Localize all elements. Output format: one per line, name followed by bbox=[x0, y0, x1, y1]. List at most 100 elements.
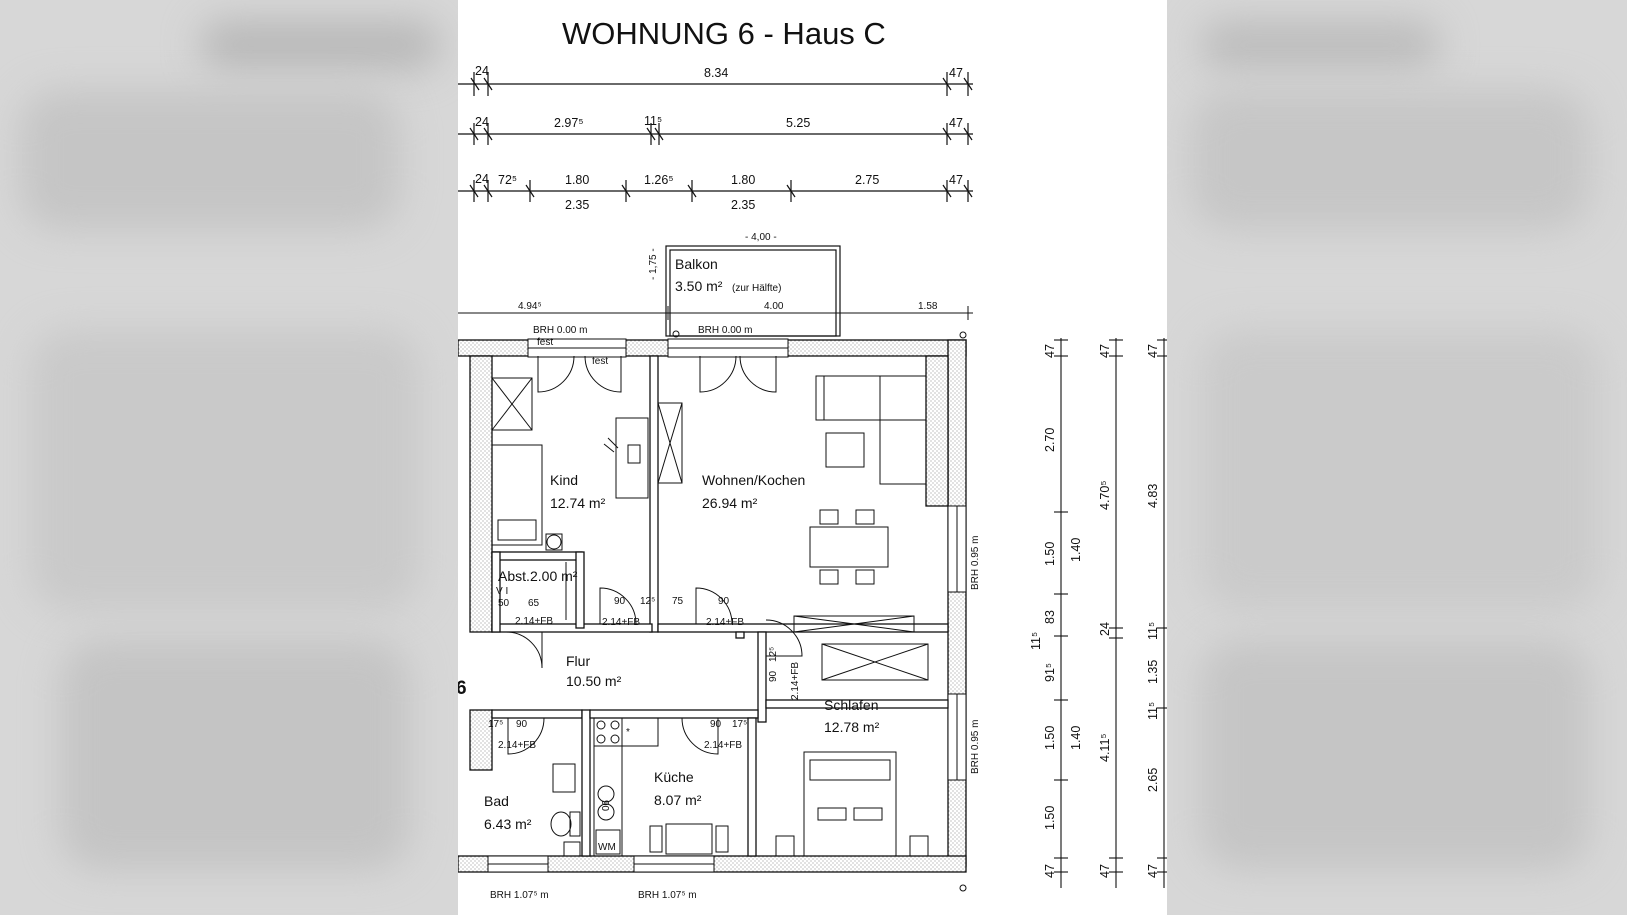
door-dim-wohn-a: 75 bbox=[672, 596, 684, 607]
room-bad-name: Bad bbox=[484, 793, 509, 809]
dim-top-3d: 1.26⁵ bbox=[644, 173, 674, 187]
dim-top-3b: 72⁵ bbox=[498, 173, 517, 187]
dim-row4-c: 1.58 bbox=[918, 301, 938, 312]
dim-r3-f: 2.65 bbox=[1146, 768, 1160, 792]
top-windows bbox=[487, 338, 967, 873]
door-dim-bad-a: 17⁵ bbox=[488, 719, 503, 730]
door-dim-kind-b: 12⁵ bbox=[640, 596, 655, 607]
dim-r3-b: 4.83 bbox=[1146, 484, 1160, 508]
dim-r2-e: 1.40 bbox=[1069, 726, 1083, 750]
dim-r3-d: 1.35 bbox=[1146, 660, 1160, 684]
dim-top-3e: 1.80 bbox=[731, 173, 755, 187]
brh-bottom-left: BRH 1.07⁵ m bbox=[490, 890, 549, 901]
dim-r2-b: 1.40 bbox=[1069, 538, 1083, 562]
door-label-schlafen: 2.14+FB bbox=[790, 662, 801, 700]
dim-row4-b: 4.00 bbox=[764, 301, 784, 312]
plan-title: WOHNUNG 6 - Haus C bbox=[562, 16, 886, 51]
dim-r1-h: 1.50 bbox=[1043, 806, 1057, 830]
room-schlafen-name: Schlafen bbox=[824, 697, 878, 713]
door-label-kueche: 2.14+FB bbox=[704, 740, 742, 751]
dim-top-3a: 24 bbox=[475, 172, 489, 186]
brh-right-upper: BRH 0.95 m bbox=[970, 536, 981, 590]
balcony bbox=[665, 245, 841, 338]
dim-r2-d: 24 bbox=[1098, 622, 1112, 636]
room-kueche-name: Küche bbox=[654, 769, 694, 785]
dim-top-3c: 1.80 bbox=[565, 173, 589, 187]
brh-top-right: BRH 0.00 m bbox=[698, 325, 752, 336]
dim-row4-a: 4.94⁵ bbox=[518, 301, 542, 312]
door-dim-kue-b: 17⁵ bbox=[732, 719, 747, 730]
door-label-bad: 2.14+FB bbox=[498, 740, 536, 751]
wt-label: 90 bbox=[599, 800, 610, 812]
dim-top-2c: 11⁵ bbox=[644, 114, 662, 128]
door-label-abst: 2.14+FB bbox=[515, 616, 553, 627]
door-dim-schl-a: 90 bbox=[768, 670, 779, 682]
balcony-note: (zur Hälfte) bbox=[732, 283, 781, 294]
dim-r1-b: 2.70 bbox=[1043, 428, 1057, 452]
room-kueche-area: 8.07 m² bbox=[654, 792, 702, 808]
dim-top-2b: 2.97⁵ bbox=[554, 116, 584, 130]
door-dim-kue-a: 90 bbox=[710, 719, 722, 730]
interior-walls bbox=[491, 355, 949, 857]
dim-r1-d: 83 bbox=[1043, 610, 1057, 624]
dim-r1-g: 1.50 bbox=[1043, 726, 1057, 750]
door-dim-schl-b: 12⁵ bbox=[768, 647, 779, 662]
wm-label: WM bbox=[598, 842, 616, 853]
dim-r2-a: 47 bbox=[1098, 344, 1112, 358]
dim-top-1a: 24 bbox=[475, 64, 489, 78]
door-dim-wohn-b: 90 bbox=[718, 596, 730, 607]
balcony-width-dim: - 4,00 - bbox=[745, 232, 777, 243]
room-flur-area: 10.50 m² bbox=[566, 673, 622, 689]
dim-r3-g: 47 bbox=[1146, 864, 1160, 878]
balcony-area: 3.50 m² bbox=[675, 278, 723, 294]
kitchen-star: * bbox=[626, 727, 630, 738]
dim-r2-f: 4.11⁵ bbox=[1098, 733, 1112, 762]
dim-r1-i: 47 bbox=[1043, 864, 1057, 878]
top-dimension-chains bbox=[458, 72, 973, 202]
dim-top-3h: 2.35 bbox=[565, 198, 589, 212]
room-abst-name: Abst. bbox=[498, 568, 530, 584]
dim-r3-a: 47 bbox=[1146, 344, 1160, 358]
door-dim-abst-a: 50 bbox=[498, 598, 510, 609]
dim-r2-g: 47 bbox=[1098, 864, 1112, 878]
brh-bottom-right: BRH 1.07⁵ m bbox=[638, 890, 697, 901]
dim-r3-e: 11⁵ bbox=[1146, 702, 1160, 720]
door-dim-bad-b: 90 bbox=[516, 719, 528, 730]
dim-top-1c: 47 bbox=[949, 66, 963, 80]
room-wohnen-name: Wohnen/Kochen bbox=[702, 472, 805, 488]
window-fixed-1: fest bbox=[537, 337, 553, 348]
room-kind-area: 12.74 m² bbox=[550, 495, 606, 511]
dimension-row-4 bbox=[458, 306, 973, 320]
room-kind-name: Kind bbox=[550, 472, 578, 488]
dim-top-1b: 8.34 bbox=[704, 66, 728, 80]
door-label-kind: 2.14+FB bbox=[602, 617, 640, 628]
room-schlafen-area: 12.78 m² bbox=[824, 719, 880, 735]
room-abst-area: 2.00 m² bbox=[530, 568, 578, 584]
dim-r3-c: 11⁵ bbox=[1146, 622, 1160, 640]
dim-top-2d: 5.25 bbox=[786, 116, 810, 130]
dim-r2-c: 4.70⁵ bbox=[1098, 480, 1112, 510]
door-dim-abst-b: 65 bbox=[528, 598, 540, 609]
door-label-wohnen: 2.14+FB bbox=[706, 617, 744, 628]
dim-top-2a: 24 bbox=[475, 115, 489, 129]
door-dim-kind-a: 90 bbox=[614, 596, 626, 607]
balcony-depth-dim: - 1,75 - bbox=[648, 248, 659, 280]
door-swings bbox=[505, 355, 803, 755]
dim-r1-e: 11⁵ bbox=[1029, 632, 1043, 650]
dim-top-3g: 47 bbox=[949, 173, 963, 187]
floor-plan-sheet: WOHNUNG 6 - Haus C 24 8.34 47 24 2.97⁵ 1… bbox=[458, 0, 1167, 915]
room-bad-area: 6.43 m² bbox=[484, 816, 532, 832]
fragment-label: 6 bbox=[458, 678, 467, 699]
balcony-name: Balkon bbox=[675, 256, 718, 272]
dim-r1-c: 1.50 bbox=[1043, 542, 1057, 566]
brh-right-lower: BRH 0.95 m bbox=[970, 720, 981, 774]
dim-top-3i: 2.35 bbox=[731, 198, 755, 212]
right-dimension-chains bbox=[1054, 338, 1167, 888]
room-wohnen-area: 26.94 m² bbox=[702, 495, 758, 511]
furniture bbox=[491, 375, 929, 857]
dim-r1-a: 47 bbox=[1043, 344, 1057, 358]
abst-marks: V I bbox=[496, 586, 508, 597]
window-fixed-2: fest bbox=[592, 356, 608, 367]
floor-plan-drawing: WOHNUNG 6 - Haus C 24 8.34 47 24 2.97⁵ 1… bbox=[458, 16, 1167, 901]
